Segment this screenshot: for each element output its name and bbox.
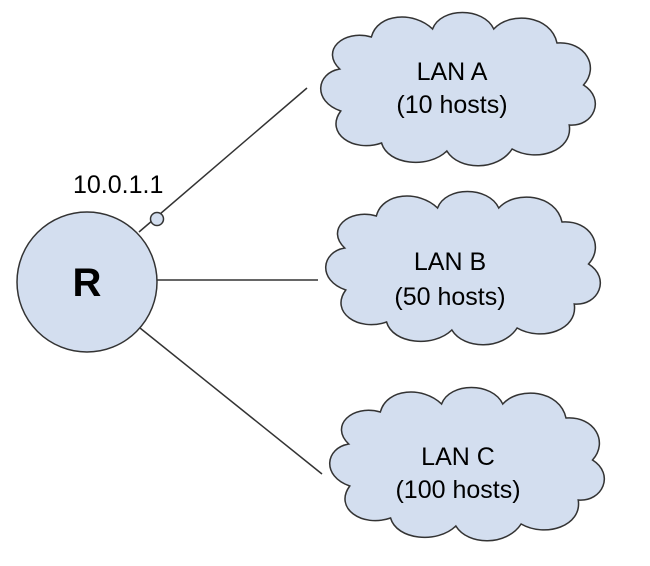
router-circle bbox=[16, 211, 158, 353]
router-node: R bbox=[16, 211, 158, 353]
lan-a-name: LAN A bbox=[417, 58, 488, 86]
interface-marker bbox=[149, 211, 165, 227]
router-ip-label: 10.0.1.1 bbox=[73, 171, 163, 199]
link-to-lan-c bbox=[134, 323, 323, 475]
lan-c-name: LAN C bbox=[421, 443, 495, 471]
lan-b-hosts: (50 hosts) bbox=[394, 283, 505, 311]
lan-c-hosts: (100 hosts) bbox=[395, 476, 520, 504]
link-to-lan-a bbox=[138, 87, 308, 233]
cloud-shape bbox=[319, 11, 597, 167]
lan-a-hosts: (10 hosts) bbox=[396, 91, 507, 119]
router-label: R bbox=[73, 261, 102, 305]
lan-a-cloud bbox=[319, 11, 597, 167]
lan-b-name: LAN B bbox=[414, 248, 486, 276]
